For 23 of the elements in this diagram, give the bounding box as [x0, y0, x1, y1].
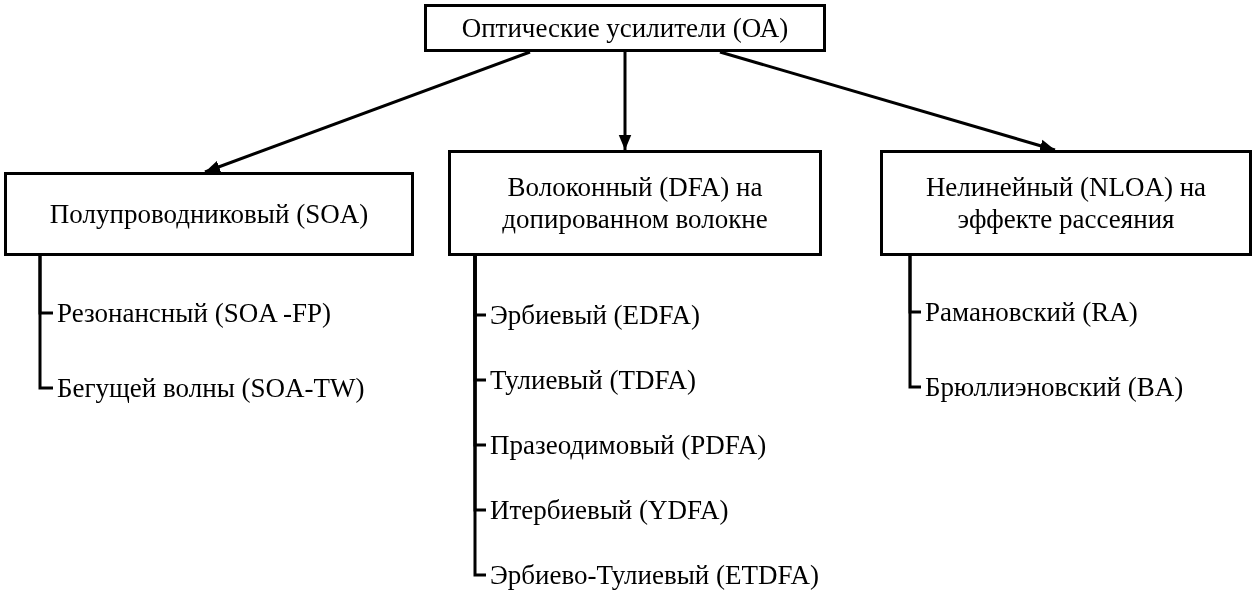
arrow: [618, 52, 632, 150]
subtype-label: Итербиевый (YDFA): [490, 493, 729, 527]
subtype-label: Тулиевый (TDFA): [490, 363, 696, 397]
subtype-label: Эрбиевый (EDFA): [490, 298, 701, 332]
subtype-label: Рамановский (RA): [925, 295, 1138, 329]
category-box: [424, 4, 826, 52]
category-box: [880, 150, 1252, 256]
tree-line: [908, 256, 921, 389]
category-box: [448, 150, 822, 256]
tree-line: [473, 256, 486, 577]
subtype-label: Эрбиево-Тулиевый (ETDFA): [490, 558, 819, 592]
category-box: [4, 172, 414, 256]
arrow: [204, 50, 531, 174]
subtype-label: Празеодимовый (PDFA): [490, 428, 767, 462]
category-title: Волоконный (DFA) на допированном волокне: [501, 170, 769, 236]
category-title: Оптические усилители (ОА): [461, 11, 789, 45]
tree-line: [38, 256, 53, 390]
category-title: Нелинейный (NLOA) на эффекте рассеяния: [924, 170, 1208, 236]
arrow: [719, 50, 1056, 152]
subtype-label: Бегущей волны (SOA-TW): [57, 371, 365, 405]
category-title: Полупроводниковый (SOA): [49, 197, 369, 231]
subtype-label: Резонансный (SOA -FP): [57, 296, 331, 330]
subtype-label: Брюллиэновский (BA): [925, 370, 1184, 404]
